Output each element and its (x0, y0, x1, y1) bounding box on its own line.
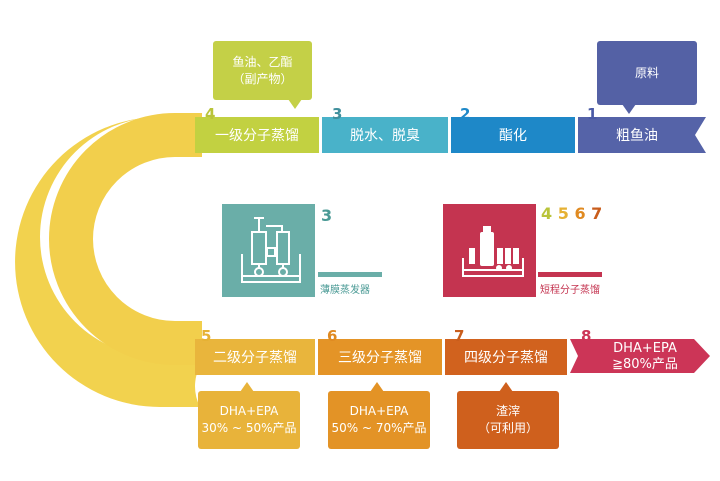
byproduct-line2: （副产物） (232, 71, 293, 86)
distillation-caption: 短程分子蒸馏 (540, 285, 600, 296)
step-3-band: 脱水、脱臭 (322, 117, 448, 153)
step-5-number: 5 (201, 327, 212, 345)
distillation-num-7: 7 (591, 204, 603, 223)
short-path-distillation-icon (443, 204, 536, 297)
callout-6-pointer (370, 382, 384, 392)
callout-6: DHA+EPA 50% ~ 70%产品 (328, 391, 430, 449)
thin-film-evaporator-icon (222, 204, 315, 297)
step-8-label: DHA+EPA ≧80%产品 (590, 339, 700, 375)
step-1-text-wrap: 粗鱼油 (582, 117, 692, 153)
callout-7-line1: 渣滓 (495, 404, 520, 418)
step-6-label: 三级分子蒸馏 (338, 350, 422, 366)
distillation-num-4: 4 (541, 204, 553, 223)
evaporator-drawing (241, 217, 301, 283)
step-6-number: 6 (327, 327, 338, 345)
callout-5-line1: DHA+EPA (219, 404, 279, 418)
distillation-drawing (462, 226, 524, 277)
callout-7: 渣滓 （可利用） (457, 391, 559, 449)
raw-pointer (622, 104, 636, 114)
byproduct-callout: 鱼油、乙酯 （副产物） (213, 41, 312, 100)
distillation-numbers: 4 5 6 7 (541, 204, 602, 223)
step-2-number: 2 (460, 105, 471, 123)
step-4-number: 4 (205, 105, 216, 123)
step-8-line1: DHA+EPA (613, 341, 677, 356)
step-2-band: 酯化 (451, 117, 575, 153)
step-7-number: 7 (454, 327, 465, 345)
callout-6-line1: DHA+EPA (349, 404, 409, 418)
raw-callout: 原料 (597, 41, 697, 105)
step-3-number: 3 (332, 105, 343, 123)
step-4-band: 一级分子蒸馏 (195, 117, 319, 153)
step-8-arrow (570, 339, 710, 373)
step-1-number: 1 (587, 105, 598, 123)
step-5-band: 二级分子蒸馏 (195, 339, 315, 375)
callout-6-line2: 50% ~ 70%产品 (331, 421, 427, 435)
byproduct-line1: 鱼油、乙酯 (232, 54, 293, 69)
evaporator-caption: 薄膜蒸发器 (320, 285, 370, 296)
evaporator-bar (318, 272, 382, 277)
callout-7-pointer (499, 382, 513, 392)
step-8-line2: ≧80%产品 (612, 357, 678, 372)
callout-5: DHA+EPA 30% ~ 50%产品 (198, 391, 300, 449)
step-7-label: 四级分子蒸馏 (464, 350, 548, 366)
distillation-bar (538, 272, 602, 277)
step-1-label: 粗鱼油 (616, 128, 658, 144)
callout-5-line2: 30% ~ 50%产品 (201, 421, 297, 435)
raw-line1: 原料 (634, 65, 659, 80)
step-3-label: 脱水、脱臭 (350, 128, 420, 144)
step-5-label: 二级分子蒸馏 (213, 350, 297, 366)
byproduct-pointer (288, 99, 302, 109)
step-1-band (578, 117, 706, 153)
distillation-num-5: 5 (557, 204, 569, 223)
step-8-number: 8 (581, 327, 592, 345)
step-4-label: 一级分子蒸馏 (215, 128, 299, 144)
callout-5-pointer (240, 382, 254, 392)
distillation-num-6: 6 (574, 204, 586, 223)
step-6-band: 三级分子蒸馏 (318, 339, 442, 375)
callout-7-line2: （可利用） (477, 421, 538, 435)
step-2-label: 酯化 (499, 128, 527, 144)
step-7-band: 四级分子蒸馏 (445, 339, 567, 375)
evaporator-number: 3 (321, 206, 333, 225)
